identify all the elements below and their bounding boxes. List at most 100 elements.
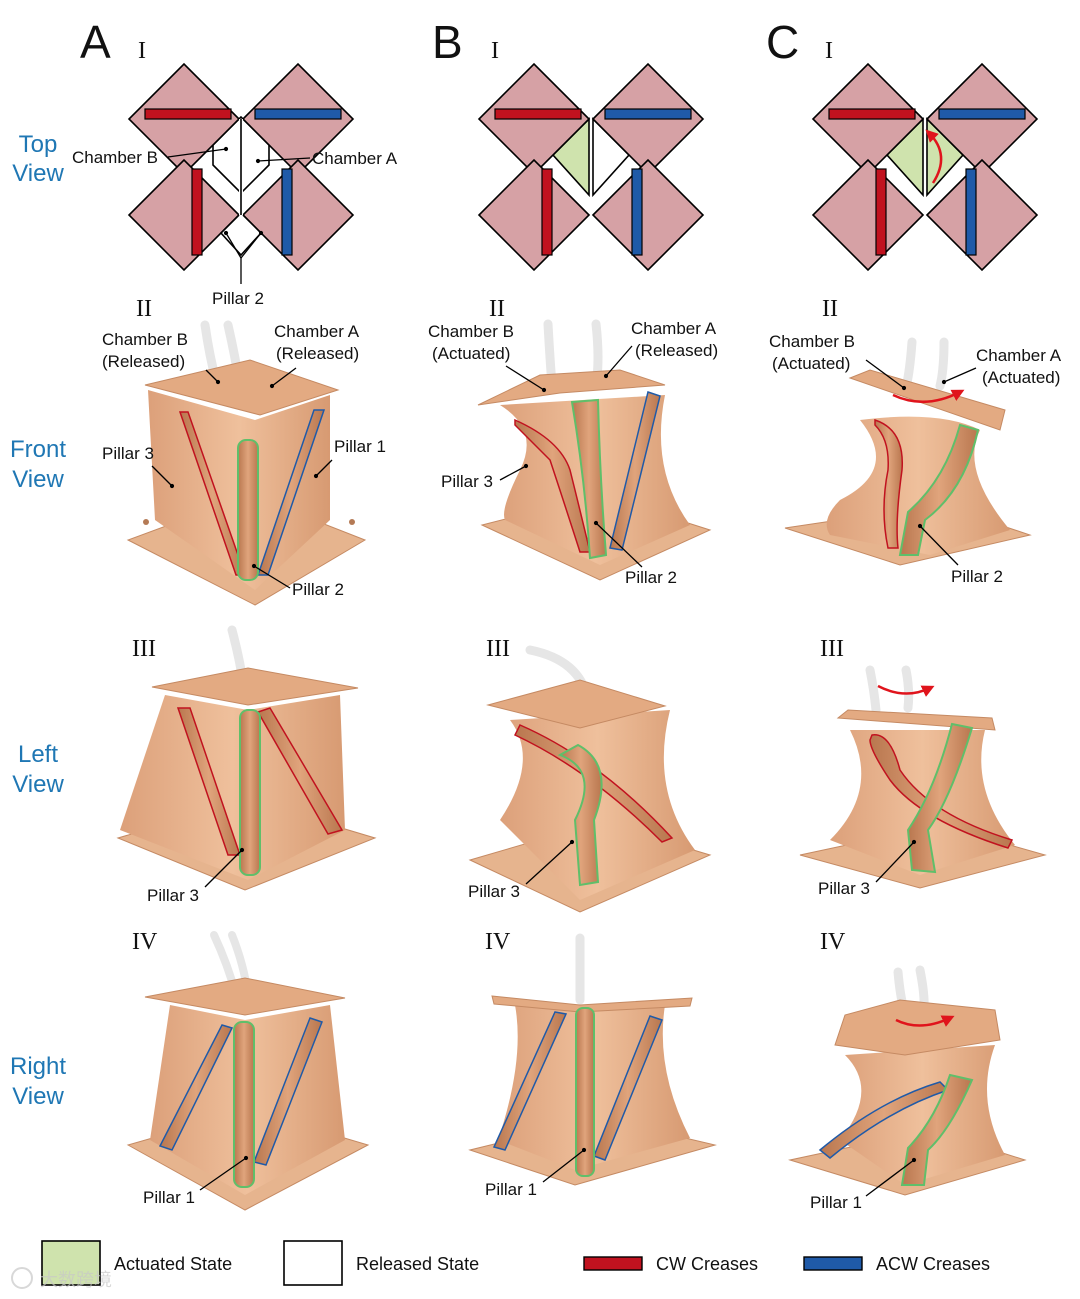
view-label-left-1: Left <box>18 741 58 768</box>
acw-groove-2 <box>593 1015 663 1161</box>
acw-groove <box>158 1024 234 1151</box>
left-model-b <box>468 645 712 913</box>
label-a-chamber-a-2: (Released) <box>276 344 359 363</box>
pillar1-highlight <box>575 1007 595 1177</box>
legend-label-actuated: Actuated State <box>114 1254 232 1274</box>
top-plate <box>486 679 667 729</box>
row-label-i-c: I <box>825 38 833 64</box>
label-a-chamber-b-1: Chamber B <box>102 330 188 349</box>
label-c-chamber-a-2: (Actuated) <box>982 368 1060 387</box>
cw-groove <box>874 418 904 549</box>
row-label-iii-c: III <box>820 636 844 662</box>
panel-letter-c: C <box>766 16 799 68</box>
top-plate <box>491 995 693 1013</box>
label-b-chamber-a-1: Chamber A <box>631 319 717 338</box>
cw-crease-vertical <box>875 168 887 256</box>
label-a-pillar2: Pillar 2 <box>292 580 344 599</box>
top-pattern-a <box>127 62 355 272</box>
label-pillar2-top: Pillar 2 <box>212 289 264 308</box>
left-model-a <box>116 625 377 891</box>
label-left-c-pillar3: Pillar 3 <box>818 879 870 898</box>
label-c-pillar2: Pillar 2 <box>951 567 1003 586</box>
cw-crease-horizontal <box>144 108 232 120</box>
flap-bottom-right <box>925 158 1039 272</box>
flap-bottom-left <box>127 158 241 272</box>
pillar2-highlight <box>898 423 980 556</box>
acw-crease-horizontal <box>604 108 692 120</box>
label-b-pillar3: Pillar 3 <box>441 472 493 491</box>
label-c-chamber-b-2: (Actuated) <box>772 354 850 373</box>
label-a-pillar3: Pillar 3 <box>102 444 154 463</box>
pillar2-highlight <box>237 439 259 581</box>
cw-groove <box>514 418 591 553</box>
acw-groove-2 <box>252 1017 323 1166</box>
view-label-left-2: View <box>12 771 64 798</box>
air-tube <box>865 665 914 715</box>
legend-swatch-actuated <box>41 1240 101 1286</box>
label-right-b-pillar1: Pillar 1 <box>485 1180 537 1199</box>
cw-crease-horizontal <box>494 108 582 120</box>
front-model-c <box>784 337 1032 566</box>
label-b-chamber-a-2: (Released) <box>635 341 718 360</box>
pillar3-highlight <box>906 722 974 874</box>
row-label-ii-c: II <box>822 296 838 322</box>
pillar2-highlight <box>570 398 608 560</box>
label-a-chamber-a-1: Chamber A <box>274 322 360 341</box>
pillar3-highlight <box>239 709 261 876</box>
row-label-i-b: I <box>491 38 499 64</box>
cw-groove-2 <box>256 707 344 835</box>
label-left-b-pillar3: Pillar 3 <box>468 882 520 901</box>
acw-crease-vertical <box>281 168 293 256</box>
view-label-front-2: View <box>12 466 64 493</box>
pillar1-highlight <box>233 1021 255 1188</box>
legend-label-released: Released State <box>356 1254 479 1274</box>
label-chamber-a-top: Chamber A <box>312 149 398 168</box>
watermark: 大数跨境 <box>11 1267 112 1291</box>
top-plate <box>477 369 666 406</box>
top-plate <box>144 977 346 1016</box>
row-label-i-a: I <box>138 38 146 64</box>
rotation-arrow-icon <box>892 389 965 404</box>
row-label-iv-c: IV <box>820 929 846 955</box>
flap-bottom-right <box>591 158 705 272</box>
label-right-c-pillar1: Pillar 1 <box>810 1193 862 1212</box>
row-label-iv-a: IV <box>132 929 158 955</box>
view-label-right-1: Right <box>10 1053 66 1080</box>
watermark-logo-icon <box>11 1267 33 1289</box>
legend: Actuated State Released State CW Creases… <box>41 1240 990 1286</box>
panel-letter-b: B <box>432 16 463 68</box>
label-b-pillar2: Pillar 2 <box>625 568 677 587</box>
legend-label-cw: CW Creases <box>656 1254 758 1274</box>
top-plate <box>144 359 340 416</box>
rotation-arrow-icon <box>877 684 935 697</box>
panel-letter-a: A <box>80 16 111 68</box>
top-plate <box>848 369 1006 431</box>
row-label-iii-b: III <box>486 636 510 662</box>
legend-swatch-cw <box>583 1256 643 1271</box>
top-plate <box>151 667 359 706</box>
label-c-chamber-b-1: Chamber B <box>769 332 855 351</box>
label-a-pillar1: Pillar 1 <box>334 437 386 456</box>
acw-groove <box>609 391 661 551</box>
cw-crease-vertical <box>541 168 553 256</box>
right-model-c <box>788 965 1027 1196</box>
cw-groove <box>869 734 1014 849</box>
row-label-iv-b: IV <box>485 929 511 955</box>
pillar2-slot <box>219 214 263 257</box>
row-label-ii-b: II <box>489 296 505 322</box>
view-label-top-2: View <box>12 160 64 187</box>
label-right-a-pillar1: Pillar 1 <box>143 1188 195 1207</box>
top-pattern-b <box>477 62 705 272</box>
label-a-chamber-b-2: (Released) <box>102 352 185 371</box>
row-label-ii-a: II <box>136 296 152 322</box>
legend-swatch-released <box>283 1240 343 1286</box>
row-label-iii-a: III <box>132 636 156 662</box>
flap-bottom-right <box>241 158 355 272</box>
front-model-b <box>477 319 712 581</box>
pillar1-highlight <box>900 1073 974 1186</box>
front-model-a <box>126 320 367 606</box>
acw-crease-vertical <box>631 168 643 256</box>
label-c-chamber-a-1: Chamber A <box>976 346 1062 365</box>
rotation-arrow-icon <box>895 1015 955 1027</box>
